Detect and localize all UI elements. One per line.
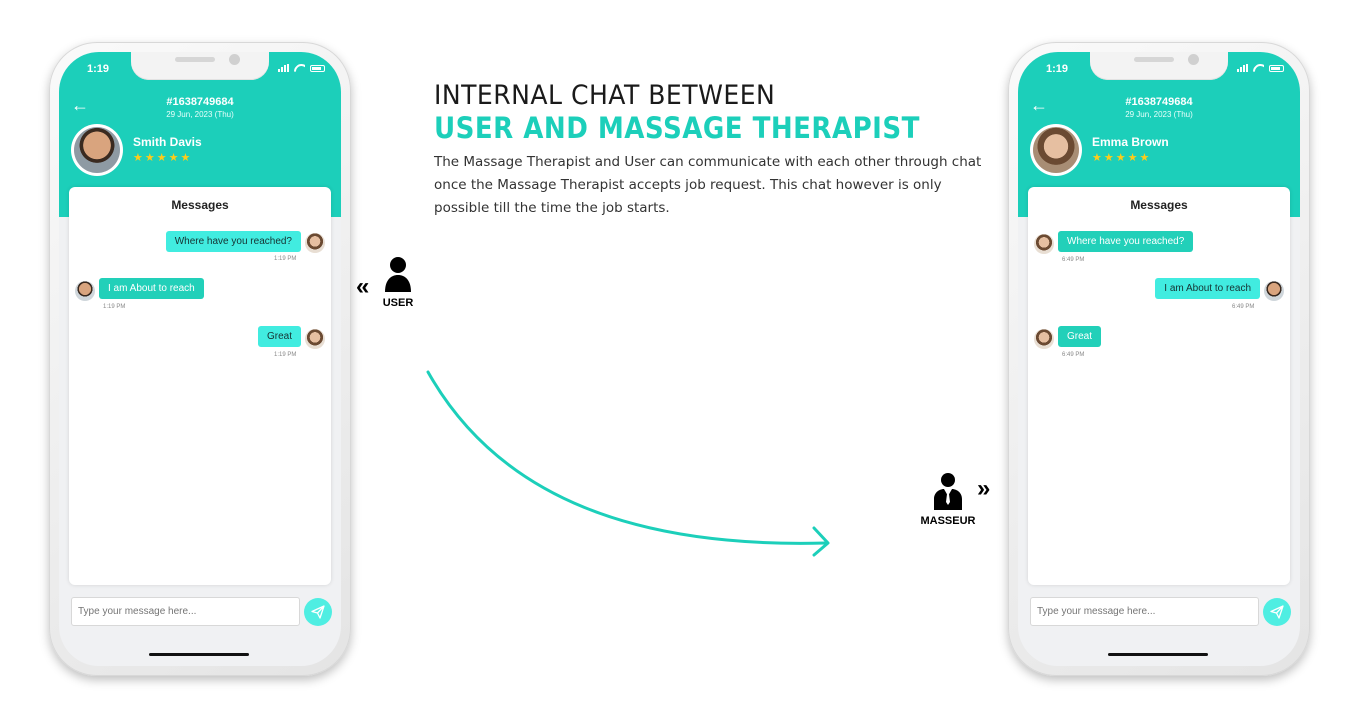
avatar <box>75 281 95 301</box>
double-chevron-left-icon: « <box>356 273 370 300</box>
double-chevron-right-icon: » <box>977 475 991 502</box>
person-name: Smith Davis <box>133 135 202 149</box>
avatar <box>1034 329 1054 349</box>
message-bubble: Where have you reached? <box>165 231 301 252</box>
curved-arrow-icon <box>426 370 830 557</box>
masseur-role: MASSEUR <box>913 472 983 527</box>
battery-icon <box>1269 64 1284 72</box>
phone-notch <box>131 52 269 80</box>
avatar <box>1264 281 1284 301</box>
message-item: Great <box>257 326 301 347</box>
job-id: #1638749684 <box>1125 96 1193 108</box>
status-icons <box>278 64 325 72</box>
message-bubble: Where have you reached? <box>1058 231 1194 252</box>
message-bubble: Great <box>257 326 301 347</box>
user-icon <box>385 257 411 292</box>
battery-icon <box>310 64 325 72</box>
message-item: I am About to reach <box>99 278 204 299</box>
job-id: #1638749684 <box>166 96 234 108</box>
user-role-label: USER <box>382 297 414 309</box>
messages-title: Messages <box>171 198 229 212</box>
avatar-photo <box>74 127 120 173</box>
status-time: 1:19 <box>87 63 110 75</box>
wifi-icon <box>294 64 305 72</box>
avatar <box>305 233 325 253</box>
masseur-icon <box>934 473 962 510</box>
message-time: 1:19 PM <box>103 304 126 310</box>
message-item: Where have you reached? <box>165 231 301 252</box>
person-name: Emma Brown <box>1092 135 1169 149</box>
home-indicator <box>149 653 249 656</box>
headline-line-2: USER AND MASSAGE THERAPIST <box>434 111 920 145</box>
masseur-phone-screen: 1:19 ← #1638749684 29 Jun, 2023 (Thu) Em… <box>1018 52 1300 666</box>
back-arrow-icon[interactable]: ← <box>1030 95 1048 115</box>
rating-stars: ★★★★★ <box>133 152 193 164</box>
message-time: 6:49 PM <box>1062 257 1085 263</box>
messages-title: Messages <box>1130 198 1188 212</box>
status-time: 1:19 <box>1046 63 1069 75</box>
masseur-role-label: MASSEUR <box>920 515 976 527</box>
rating-stars: ★★★★★ <box>1092 152 1152 164</box>
send-icon <box>1270 605 1284 619</box>
user-phone: 1:19 ← #1638749684 29 Jun, 2023 (Thu) Sm… <box>49 42 351 676</box>
wifi-icon <box>1253 64 1264 72</box>
status-icons <box>1237 64 1284 72</box>
headline-line-1: INTERNAL CHAT BETWEEN <box>434 80 776 111</box>
message-time: 1:19 PM <box>274 352 297 358</box>
message-input[interactable] <box>71 597 300 626</box>
message-input[interactable] <box>1030 597 1259 626</box>
avatar <box>1034 234 1054 254</box>
avatar <box>1030 124 1082 176</box>
messages-card: Messages Where have you reached? 1:19 PM… <box>69 187 331 585</box>
signal-icon <box>278 64 289 72</box>
message-item: Where have you reached? <box>1058 231 1194 252</box>
user-phone-screen: 1:19 ← #1638749684 29 Jun, 2023 (Thu) Sm… <box>59 52 341 666</box>
send-button[interactable] <box>304 598 332 626</box>
messages-card: Messages Where have you reached? 6:49 PM… <box>1028 187 1290 585</box>
back-arrow-icon[interactable]: ← <box>71 95 89 115</box>
send-button[interactable] <box>1263 598 1291 626</box>
description: The Massage Therapist and User can commu… <box>434 154 982 216</box>
message-bubble: Great <box>1058 326 1102 347</box>
message-time: 6:49 PM <box>1232 304 1255 310</box>
message-bubble: I am About to reach <box>99 278 204 299</box>
send-icon <box>311 605 325 619</box>
message-time: 1:19 PM <box>274 256 297 262</box>
job-date: 29 Jun, 2023 (Thu) <box>166 110 234 119</box>
job-date: 29 Jun, 2023 (Thu) <box>1125 110 1193 119</box>
message-bubble: I am About to reach <box>1155 278 1260 299</box>
avatar <box>71 124 123 176</box>
masseur-phone: 1:19 ← #1638749684 29 Jun, 2023 (Thu) Em… <box>1008 42 1310 676</box>
message-item: I am About to reach <box>1155 278 1260 299</box>
phone-notch <box>1090 52 1228 80</box>
signal-icon <box>1237 64 1248 72</box>
avatar <box>305 329 325 349</box>
user-role: USER <box>378 256 418 309</box>
home-indicator <box>1108 653 1208 656</box>
message-item: Great <box>1058 326 1102 347</box>
message-time: 6:49 PM <box>1062 352 1085 358</box>
avatar-photo <box>1033 127 1079 173</box>
